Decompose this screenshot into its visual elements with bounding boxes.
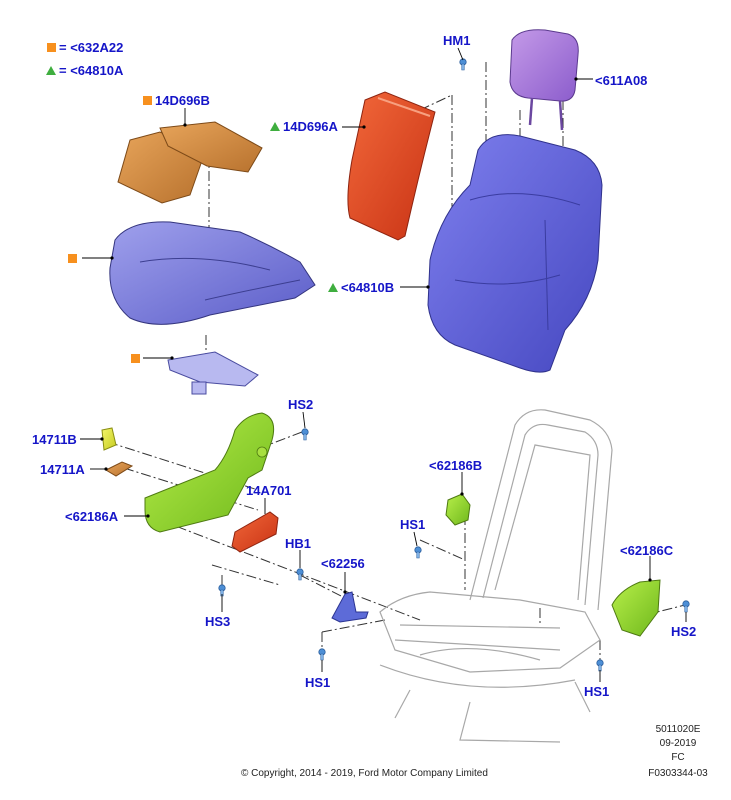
callout-62256: <62256: [321, 556, 365, 571]
screw-icon: [296, 568, 304, 581]
callout-hs1-right: HS1: [584, 684, 610, 699]
screws: [218, 58, 690, 672]
diagram-ref: F0303344-03: [648, 768, 708, 779]
leader-lines: [80, 47, 687, 682]
legend-triangle: = <64810A: [46, 63, 123, 78]
callout-14d696b: 14D696B: [143, 93, 210, 108]
legend-square-text: = <632A22: [59, 40, 124, 55]
switch-module: [231, 511, 279, 553]
legend-square: = <632A22: [47, 40, 123, 55]
recline-knob: [101, 427, 117, 451]
headrest: [509, 29, 579, 131]
square-marker-icon: [68, 254, 77, 263]
diagram-code: 5011020E: [655, 724, 701, 735]
square-marker-icon: [47, 43, 56, 52]
callout-hs1-mid: HS1: [400, 517, 426, 532]
callout-14d696a-text: 14D696A: [283, 119, 338, 134]
triangle-marker-icon: [328, 283, 338, 292]
callout-14d696a: 14D696A: [270, 119, 338, 134]
seat-frame: [379, 409, 613, 743]
screw-icon: [318, 648, 326, 661]
screw-icon: [682, 600, 690, 613]
legend-triangle-text: = <64810A: [59, 63, 124, 78]
callout-hs1-bottom: HS1: [305, 675, 331, 690]
callout-14a701: 14A701: [246, 483, 292, 498]
diagram-fc: FC: [671, 752, 685, 763]
back-heater-pad: [347, 91, 436, 241]
callout-14711b: 14711B: [32, 432, 77, 447]
callout-14d696b-text: 14D696B: [155, 93, 210, 108]
triangle-marker-icon: [46, 66, 56, 75]
callout-hb1: HB1: [285, 536, 312, 551]
screw-icon: [459, 58, 467, 71]
callout-hs2-top: HS2: [288, 397, 314, 412]
cushion-heater-pad: [117, 121, 263, 204]
screw-icon: [301, 428, 309, 441]
backrest-foam: [427, 134, 603, 373]
square-marker-icon: [131, 354, 140, 363]
leader-dots: [100, 77, 652, 594]
callout-64810b-text: <64810B: [341, 280, 395, 295]
cushion-bracket: [167, 351, 259, 395]
callout-64810b: <64810B: [328, 280, 394, 295]
triangle-marker-icon: [270, 122, 280, 131]
callout-hm1: HM1: [443, 33, 471, 48]
callout-hs3: HS3: [205, 614, 231, 629]
inner-bracket: [445, 493, 471, 526]
square-marker-icon: [143, 96, 152, 105]
diagram-date: 09-2019: [659, 738, 697, 749]
copyright-text: © Copyright, 2014 - 2019, Ford Motor Com…: [241, 768, 488, 779]
callout-611a08: <611A08: [595, 73, 648, 88]
height-knob: [104, 461, 134, 477]
screw-icon: [596, 659, 604, 672]
callout-62186a: <62186A: [65, 509, 119, 524]
harness-bracket: [331, 591, 369, 623]
cushion-foam: [109, 221, 316, 325]
callout-62186b: <62186B: [429, 458, 483, 473]
callout-hs2-right: HS2: [671, 624, 697, 639]
seat-side-trim-left: [144, 412, 275, 533]
callout-14711a: 14711A: [40, 462, 85, 477]
seat-side-trim-right: [611, 579, 661, 637]
screw-icon: [414, 546, 422, 559]
callout-62186c: <62186C: [620, 543, 674, 558]
